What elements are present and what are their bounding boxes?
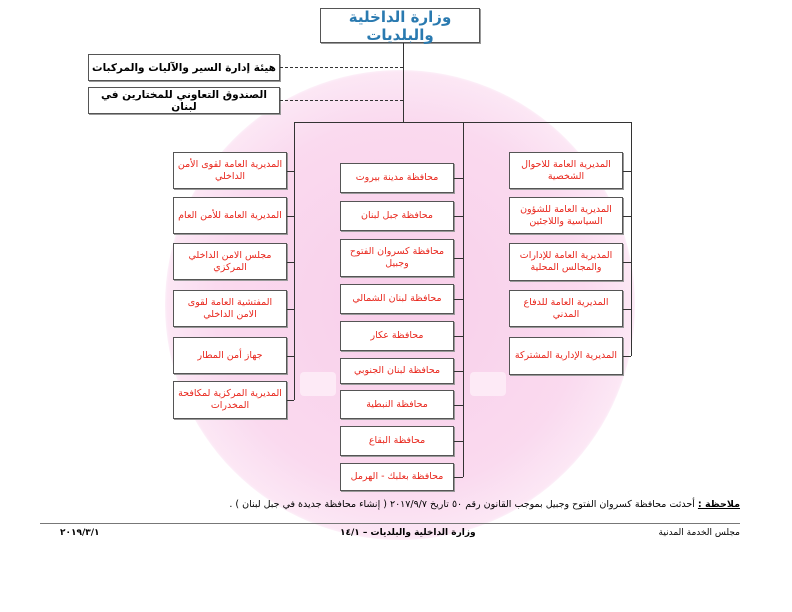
connector <box>294 122 295 400</box>
connector <box>454 371 463 372</box>
left-unit-box: المديرية المركزية لمكافحة المخدرات <box>173 381 287 419</box>
connector <box>454 477 463 478</box>
connector <box>623 308 631 310</box>
mid-unit-box: محافظة كسروان الفتوح وجبيل <box>340 239 454 277</box>
note-text: أحدثت محافظة كسروان الفتوح وجبيل بموجب ا… <box>229 499 695 510</box>
connector <box>403 43 404 122</box>
footer-left-date: ٢٠١٩/٣/١ <box>60 528 100 538</box>
connector <box>623 170 631 172</box>
left-unit-box: المديرية العامة للأمن العام <box>173 197 287 234</box>
connector <box>454 216 463 217</box>
watermark-lettering <box>300 372 336 396</box>
mid-unit-box: محافظة لبنان الجنوبي <box>340 358 454 384</box>
left-unit-box: المفتشية العامة لقوى الامن الداخلي <box>173 290 287 327</box>
affiliated-box: هيئة إدارة السير والآليات والمركبات <box>88 54 280 81</box>
connector <box>454 299 463 300</box>
connector <box>454 336 463 337</box>
connector <box>463 122 464 477</box>
mid-unit-box: محافظة النبطية <box>340 390 454 419</box>
mid-unit-box: محافظة البقاع <box>340 426 454 456</box>
connector <box>631 122 632 356</box>
connector <box>623 262 631 263</box>
footer-center: وزارة الداخلية والبلديات – ١٤/١ <box>340 528 476 538</box>
left-unit-box: المديرية العامة لقوى الأمن الداخلي <box>173 152 287 189</box>
connector <box>287 308 294 310</box>
footer-right: مجلس الخدمة المدنية <box>658 528 740 538</box>
ministry-title-box: وزارة الداخلية والبلديات <box>320 8 480 44</box>
connector <box>287 400 294 401</box>
connector <box>623 215 631 217</box>
connector <box>287 170 294 172</box>
mid-unit-box: محافظة بعلبك - الهرمل <box>340 463 454 491</box>
connector <box>454 404 463 406</box>
right-unit-box: المديرية العامة للشؤون السياسية واللاجئي… <box>509 197 623 234</box>
right-unit-box: المديرية الإدارية المشتركة <box>509 337 623 375</box>
note-label: ملاحظة : <box>697 499 740 510</box>
connector <box>623 356 631 357</box>
mid-unit-box: محافظة مدينة بيروت <box>340 163 454 193</box>
dashed-connector <box>280 67 403 68</box>
connector <box>287 215 294 217</box>
mid-unit-box: محافظة جبل لبنان <box>340 201 454 231</box>
footer-divider <box>40 523 740 524</box>
right-unit-box: المديرية العامة للاحوال الشخصية <box>509 152 623 189</box>
connector <box>454 178 463 179</box>
note: ملاحظة : أحدثت محافظة كسروان الفتوح وجبي… <box>229 499 740 510</box>
affiliated-box: الصندوق التعاوني للمختارين في لبنان <box>88 87 280 114</box>
left-unit-box: مجلس الامن الداخلي المركزي <box>173 243 287 280</box>
mid-unit-box: محافظة عكار <box>340 321 454 351</box>
left-unit-box: جهاز أمن المطار <box>173 337 287 374</box>
mid-unit-box: محافظة لبنان الشمالي <box>340 284 454 314</box>
dashed-connector <box>280 100 403 101</box>
watermark-lettering <box>470 372 506 396</box>
connector <box>454 441 463 442</box>
connector <box>287 261 294 263</box>
connector <box>454 258 463 259</box>
connector <box>287 355 294 357</box>
right-unit-box: المديرية العامة للدفاع المدني <box>509 290 623 327</box>
right-unit-box: المديرية العامة للإدارات والمجالس المحلي… <box>509 243 623 281</box>
